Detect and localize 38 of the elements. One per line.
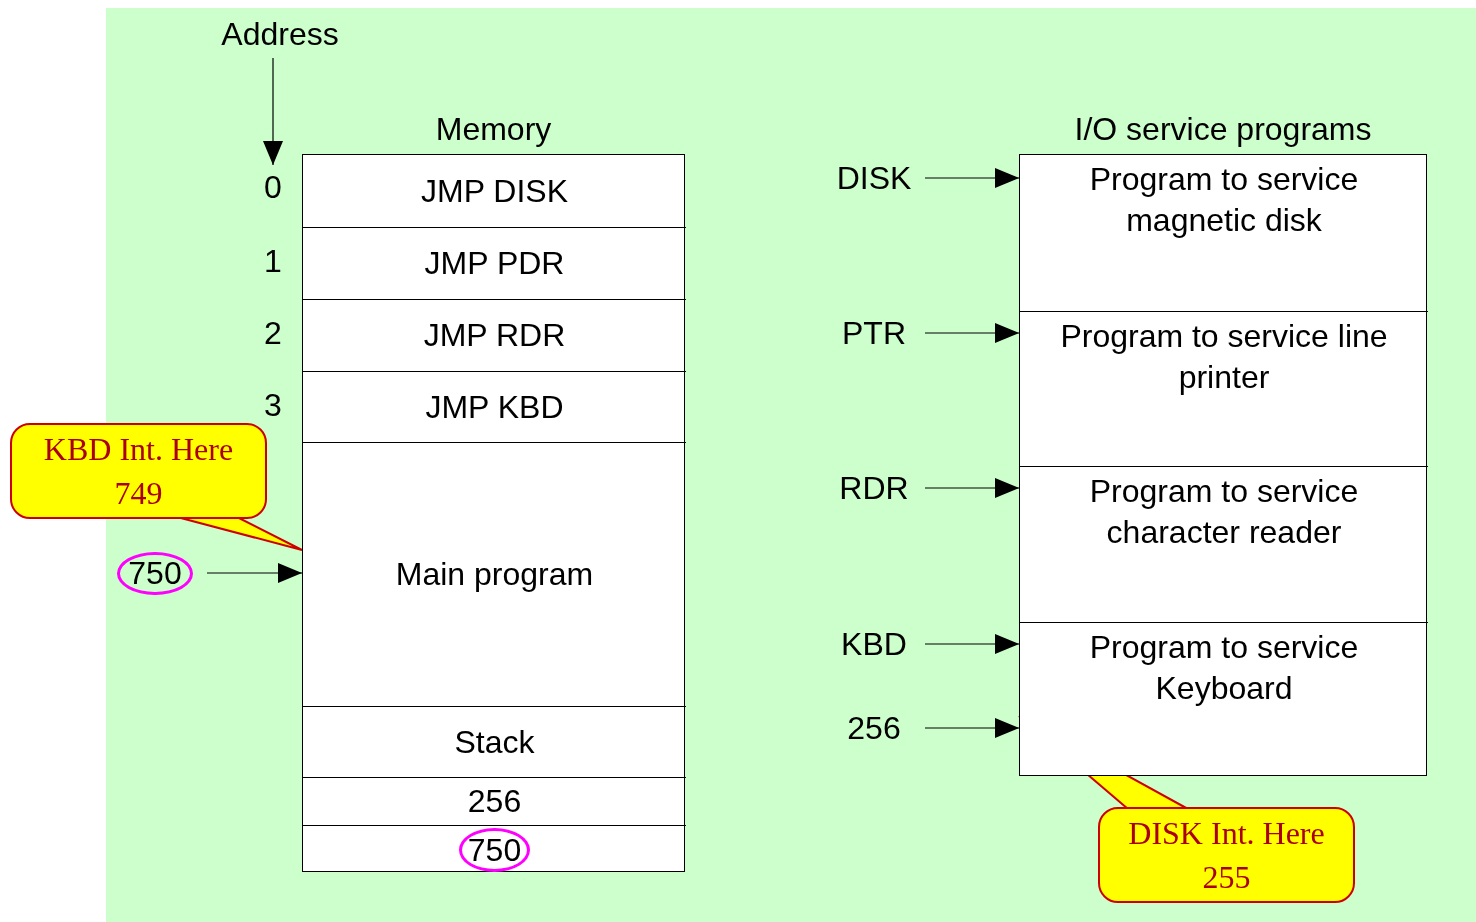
address-number: 1: [263, 241, 283, 281]
address-number: 3: [263, 385, 283, 425]
address-number: 2: [263, 313, 283, 353]
cell-text: Program to service character reader: [1088, 472, 1360, 552]
label-text: DISK: [836, 159, 912, 197]
arrow: [924, 323, 1020, 343]
label-text: RDR: [839, 469, 909, 507]
cell-text: JMP RDR: [423, 316, 566, 355]
label-text: 0: [264, 168, 282, 206]
callout-text: DISK Int. Here: [1128, 814, 1325, 853]
cell-text: Program to service line printer: [1059, 317, 1389, 397]
cell-text: 750: [458, 827, 531, 872]
arrow: [924, 168, 1020, 188]
block-heading: Memory: [434, 111, 553, 148]
callout-text: 255: [1202, 858, 1251, 897]
cell-text: JMP DISK: [421, 171, 568, 211]
cell-text: JMP PDR: [424, 244, 565, 283]
cell-text: Stack: [454, 722, 535, 762]
arrow: [924, 718, 1020, 738]
label-text: KBD: [841, 625, 907, 663]
arrow: [206, 563, 303, 583]
callout-text: KBD Int. Here: [43, 430, 234, 469]
callout-text: 749: [114, 474, 163, 513]
label-text: PTR: [842, 314, 906, 352]
cell-text: 256: [467, 782, 522, 821]
arrow: [263, 57, 283, 166]
cell-text: Program to service Keyboard: [1088, 628, 1360, 708]
cell-text: Program to service magnetic disk: [1088, 160, 1360, 240]
block-heading: I/O service programs: [1073, 111, 1373, 148]
callout-bubble: [1098, 807, 1355, 903]
label-text: Address: [221, 15, 339, 53]
label-text: 750: [117, 551, 193, 595]
label-text: 256: [847, 709, 901, 747]
arrow: [924, 634, 1020, 654]
memory-cell: [303, 825, 686, 873]
cell-text: Main program: [395, 555, 594, 594]
arrow: [924, 478, 1020, 498]
cell-text: JMP KBD: [425, 387, 564, 427]
